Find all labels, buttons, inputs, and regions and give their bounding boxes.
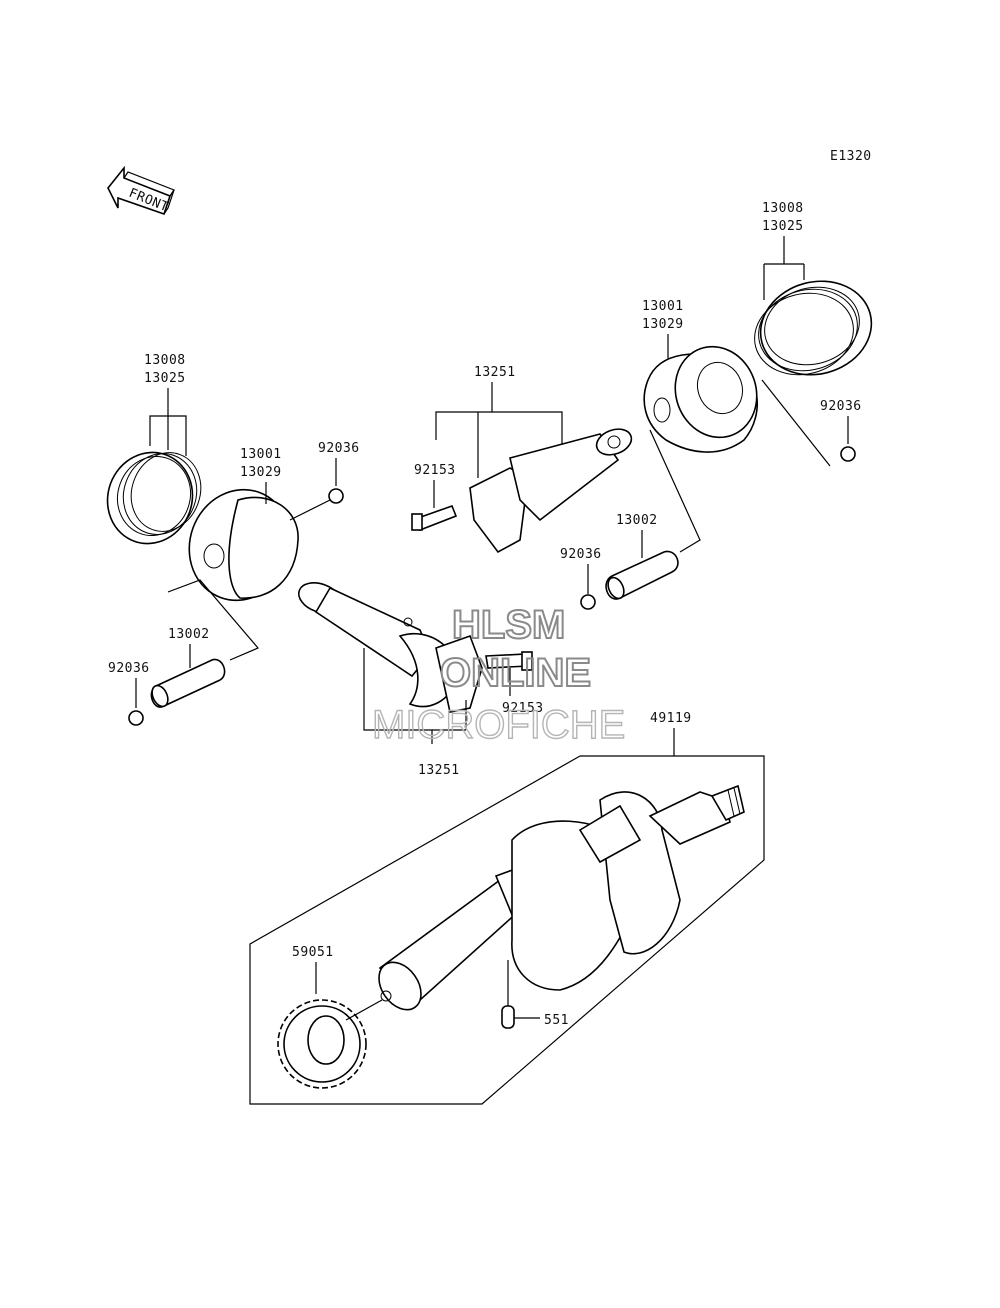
dowel-pin[interactable] [501, 1005, 515, 1029]
piston-rings-left[interactable] [95, 440, 212, 555]
bolt-right[interactable] [411, 504, 458, 532]
label-92036-left-top: 92036 [318, 441, 360, 456]
label-13029-right: 13029 [642, 317, 684, 332]
diagram-code: E1320 [830, 149, 872, 164]
watermark: HLSM ONLINE MICROFICHE [371, 602, 626, 748]
label-13001-left: 13001 [240, 447, 282, 462]
label-59051: 59051 [292, 945, 334, 960]
front-arrow-icon: FRONT [107, 165, 175, 215]
crankshaft-group-box [249, 755, 765, 1105]
label-92036-right: 92036 [820, 399, 862, 414]
piston-rings-right[interactable] [745, 269, 882, 387]
label-49119: 49119 [650, 711, 692, 726]
label-13002-left: 13002 [168, 627, 210, 642]
circlip-left-bottom[interactable] [128, 710, 144, 726]
label-13008-right: 13008 [762, 201, 804, 216]
label-13008-left: 13008 [144, 353, 186, 368]
label-13251-left: 13251 [418, 763, 460, 778]
circlip-mid[interactable] [580, 594, 596, 610]
label-92153-right: 92153 [414, 463, 456, 478]
label-13251-right: 13251 [474, 365, 516, 380]
circlip-left-top[interactable] [328, 488, 344, 504]
watermark-line2: ONLINE [440, 651, 591, 695]
label-92153-left: 92153 [502, 701, 544, 716]
circlip-right[interactable] [840, 446, 856, 462]
label-13002-right: 13002 [616, 513, 658, 528]
label-92036-mid: 92036 [560, 547, 602, 562]
piston-pin-right[interactable] [605, 550, 679, 601]
piston-right[interactable] [643, 335, 769, 453]
bolt-left[interactable] [485, 651, 533, 671]
piston-pin-left[interactable] [149, 658, 226, 709]
label-13001-right: 13001 [642, 299, 684, 314]
watermark-line1: HLSM [452, 603, 565, 647]
label-13025-right: 13025 [762, 219, 804, 234]
connecting-rod-right[interactable] [469, 425, 635, 554]
watermark-line3: MICROFICHE [372, 703, 625, 747]
connecting-rod-left[interactable] [295, 577, 483, 713]
crankshaft[interactable] [370, 784, 745, 1018]
piston-left[interactable] [174, 475, 306, 614]
label-13029-left: 13029 [240, 465, 282, 480]
label-551: 551 [544, 1013, 569, 1028]
crank-gear[interactable] [277, 999, 367, 1089]
label-92036-left-bottom: 92036 [108, 661, 150, 676]
label-13025-left: 13025 [144, 371, 186, 386]
